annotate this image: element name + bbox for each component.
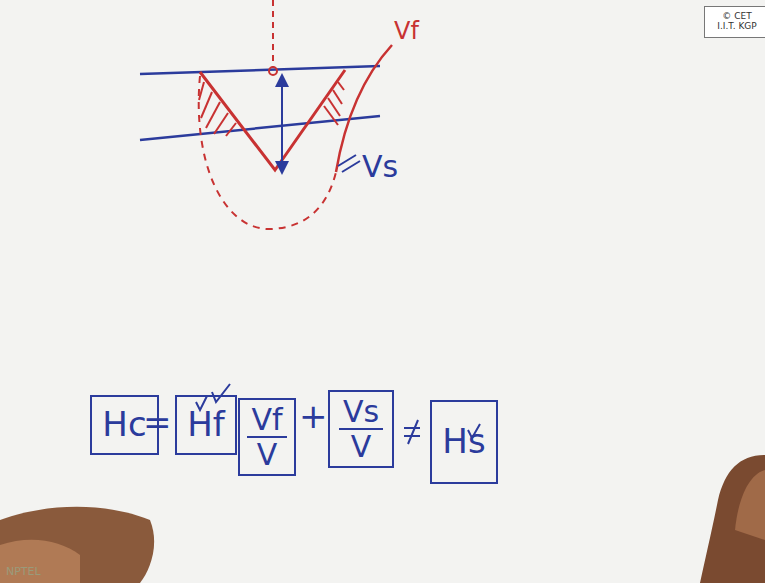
depth-arrow <box>281 80 283 168</box>
hand <box>735 470 765 540</box>
fraction-part: V <box>253 438 282 471</box>
fraction-part: V <box>347 430 376 463</box>
hand <box>0 507 154 583</box>
symbol-label: Vf <box>394 18 419 44</box>
level-mark <box>338 155 360 172</box>
term-text: Hc <box>98 406 150 443</box>
term-text: Hf <box>183 406 229 443</box>
term-text: © CET I.I.T. KGP <box>711 12 763 32</box>
hand <box>0 540 80 583</box>
centre-point <box>269 67 277 75</box>
logo-box: © CET I.I.T. KGP <box>704 6 765 38</box>
fraction-part: Vf <box>247 403 286 438</box>
product-mark <box>404 420 420 444</box>
term-box: Hs <box>430 400 498 484</box>
watermark: NPTEL <box>6 566 41 578</box>
fraction-box: VfV <box>238 398 296 476</box>
check-mark <box>212 384 230 402</box>
term-box: Hf <box>175 395 237 455</box>
hatching <box>199 82 236 136</box>
operator: + <box>299 398 328 435</box>
fraction-box: VsV <box>328 390 394 468</box>
fraction-part: Vs <box>339 395 383 430</box>
hand <box>700 455 765 583</box>
hatching <box>324 82 344 125</box>
symbol-label: Vs <box>362 150 398 183</box>
v-cut <box>200 70 345 170</box>
term-text: Hs <box>438 423 489 460</box>
centre-line <box>272 0 274 68</box>
operator: = <box>143 404 172 441</box>
